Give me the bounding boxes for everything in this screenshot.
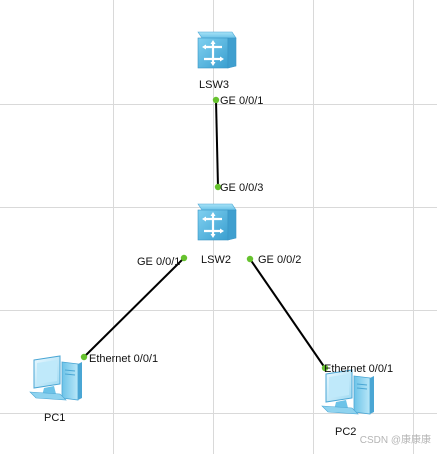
port-label-lsw2-ge001: GE 0/0/1 [137, 256, 181, 268]
pc-icon[interactable] [29, 355, 82, 401]
port-label-lsw3-ge001: GE 0/0/1 [220, 95, 264, 107]
link-lsw2-pc1[interactable] [83, 257, 185, 358]
link-lsw2-pc2[interactable] [249, 258, 326, 369]
device-name-lsw3: LSW3 [199, 79, 229, 91]
device-name-lsw2: LSW2 [201, 254, 231, 266]
port-label-lsw2-ge002: GE 0/0/2 [258, 254, 302, 266]
device-name-pc2: PC2 [335, 426, 357, 438]
port-label-pc2-eth001: Ethernet 0/0/1 [324, 363, 394, 375]
port-dot [80, 353, 88, 361]
device-name-pc1: PC1 [44, 412, 66, 424]
switch-icon[interactable] [197, 31, 237, 69]
port-dot [321, 364, 329, 372]
port-dot [214, 183, 222, 191]
port-dot [246, 255, 254, 263]
port-dot [212, 96, 220, 104]
switch-icon[interactable] [197, 203, 237, 241]
pc-icon[interactable] [321, 369, 374, 415]
port-dot [180, 254, 188, 262]
port-label-pc1-eth001: Ethernet 0/0/1 [89, 353, 159, 365]
watermark: CSDN @康康康 [359, 435, 431, 446]
link-lsw3-lsw2[interactable] [215, 99, 219, 188]
port-label-lsw2-ge003: GE 0/0/3 [220, 182, 264, 194]
